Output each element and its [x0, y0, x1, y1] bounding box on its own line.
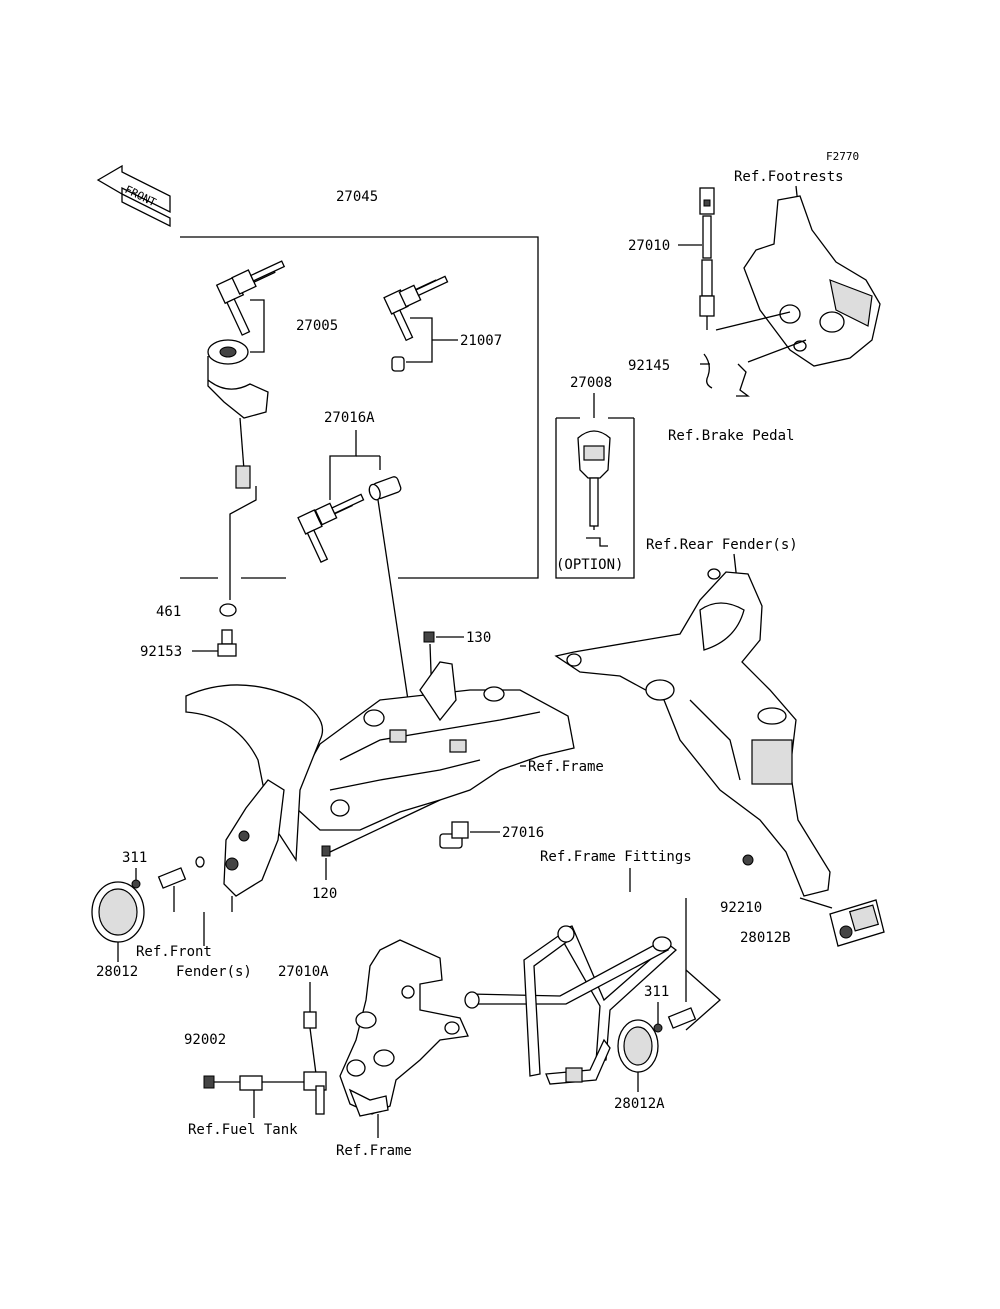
- reflector-28012-icon: [91, 881, 145, 943]
- part-27008: 27008: [570, 375, 612, 391]
- part-27045: 27045: [336, 189, 378, 205]
- figure-code: F2770: [826, 150, 859, 163]
- ignition-switch-icon: [207, 260, 286, 489]
- helmet-lock-key-icon: [297, 476, 402, 563]
- part-120: 120: [312, 886, 337, 902]
- nut-icon: [131, 879, 141, 889]
- part-27016A: 27016A: [324, 410, 375, 426]
- ref-brake-pedal: Ref.Brake Pedal: [668, 428, 794, 444]
- bolt-92002-icon: [203, 1075, 263, 1091]
- washer-icon: [219, 603, 237, 617]
- brake-switch-icon: [699, 187, 715, 330]
- part-92153: 92153: [140, 644, 182, 660]
- part-27016: 27016: [502, 825, 544, 841]
- ref-front-fender-1: Ref.Front: [136, 944, 212, 960]
- ref-fuel-tank: Ref.Fuel Tank: [188, 1122, 298, 1138]
- part-92002: 92002: [184, 1032, 226, 1048]
- ref-frame-mid: Ref.Frame: [528, 759, 604, 775]
- nut-right-icon: [653, 1023, 663, 1033]
- part-311-left: 311: [122, 850, 147, 866]
- footrest-bracket-icon: [736, 195, 881, 397]
- part-27010A: 27010A: [278, 964, 329, 980]
- part-28012A: 28012A: [614, 1096, 665, 1112]
- ref-footrests: Ref.Footrests: [734, 169, 844, 185]
- ref-rear-fender: Ref.Rear Fender(s): [646, 537, 798, 553]
- frame-fittings-icon: [464, 925, 678, 1085]
- seat-lock-key-icon: [383, 275, 449, 372]
- frame-section-icon: [295, 661, 575, 831]
- spacer-right-icon: [667, 1007, 697, 1029]
- ignition-set-box: [180, 236, 539, 579]
- spacer-icon: [157, 856, 205, 889]
- spring-icon: [703, 353, 713, 389]
- bolt-icon: [217, 629, 237, 657]
- part-311-right: 311: [644, 984, 669, 1000]
- part-130: 130: [466, 630, 491, 646]
- part-27010: 27010: [628, 238, 670, 254]
- ref-frame-fittings: Ref.Frame Fittings: [540, 849, 692, 865]
- reflector-28012a-icon: [617, 1019, 659, 1073]
- ref-front-fender-2: Fender(s): [176, 964, 252, 980]
- front-arrow-icon: FRONT: [96, 164, 171, 228]
- bolt-130-icon: [423, 631, 435, 643]
- bolt-120-icon: [321, 845, 331, 857]
- part-461: 461: [156, 604, 181, 620]
- part-92145: 92145: [628, 358, 670, 374]
- part-92210: 92210: [720, 900, 762, 916]
- part-28012: 28012: [96, 964, 138, 980]
- front-fender-icon: [185, 684, 324, 897]
- part-27005: 27005: [296, 318, 338, 334]
- part-21007: 21007: [460, 333, 502, 349]
- option-key-icon: [577, 430, 611, 547]
- helmet-lock-icon: [439, 821, 469, 849]
- bottom-frame-icon: [339, 939, 469, 1117]
- option-label: (OPTION): [556, 557, 623, 573]
- rear-fender-icon: [554, 568, 831, 897]
- front-brake-switch-icon: [303, 1011, 327, 1115]
- reflector-28012b-icon: [829, 899, 885, 947]
- ref-frame-bottom: Ref.Frame: [336, 1143, 412, 1159]
- nut-92210-icon: [742, 854, 754, 866]
- part-28012B: 28012B: [740, 930, 791, 946]
